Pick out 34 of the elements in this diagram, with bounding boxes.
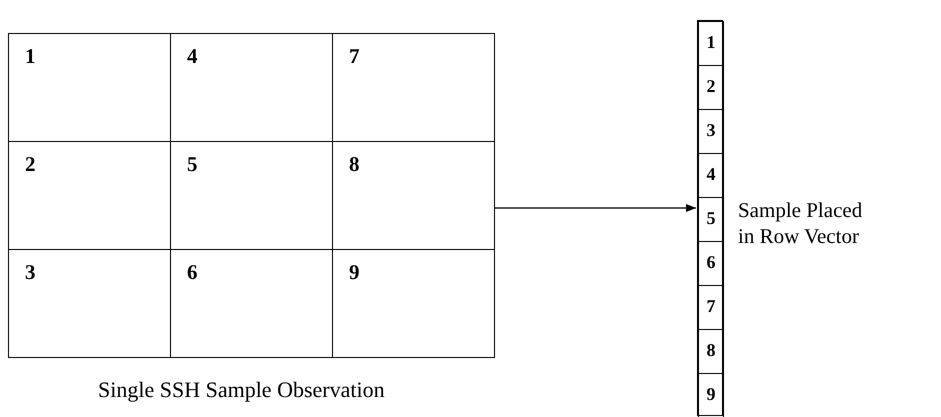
cell-number: 7 <box>706 296 716 317</box>
table-cell <box>698 329 724 374</box>
table-cell <box>698 109 724 154</box>
table-cell <box>8 249 171 358</box>
cell-number: 4 <box>187 44 198 69</box>
cell-number: 8 <box>706 340 716 361</box>
cell-number: 5 <box>706 208 716 229</box>
cell-number: 4 <box>706 164 716 185</box>
table-cell <box>698 197 724 242</box>
side-note: Sample Placed in Row Vector <box>738 197 864 249</box>
table-cell <box>332 249 495 358</box>
cell-number: 1 <box>706 32 716 53</box>
cell-number: 7 <box>349 44 360 69</box>
cell-number: 5 <box>187 152 198 177</box>
cell-number: 2 <box>706 76 716 97</box>
cell-number: 6 <box>187 260 198 285</box>
table-cell <box>698 65 724 110</box>
cell-number: 9 <box>706 384 716 405</box>
table-cell <box>332 33 495 142</box>
cell-number: 2 <box>25 152 36 177</box>
arrow <box>494 204 696 212</box>
table-cell <box>698 285 724 330</box>
cell-number: 3 <box>706 120 716 141</box>
table-cell <box>698 241 724 286</box>
cell-number: 9 <box>349 260 360 285</box>
table-cell <box>698 373 724 417</box>
cell-number: 8 <box>349 152 360 177</box>
table-cell <box>698 21 724 66</box>
cell-number: 6 <box>706 252 716 273</box>
cell-number: 3 <box>25 260 36 285</box>
grid-title: Single SSH Sample Observation <box>98 377 385 403</box>
table-cell <box>698 153 724 198</box>
table-cell <box>8 33 171 142</box>
cell-number: 1 <box>25 44 36 69</box>
